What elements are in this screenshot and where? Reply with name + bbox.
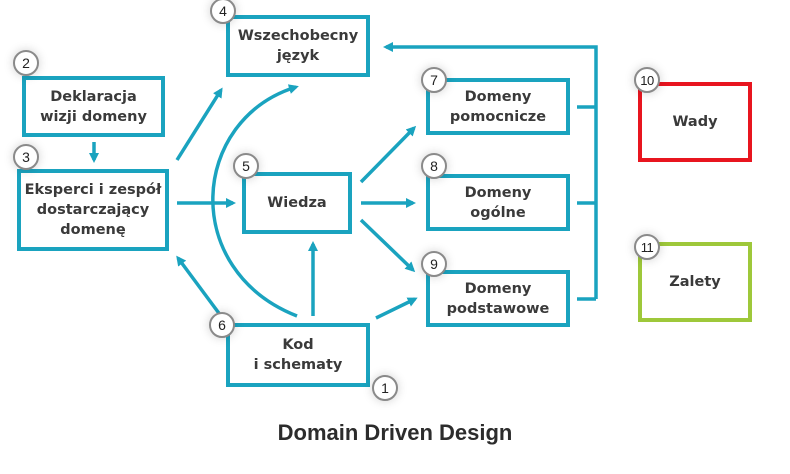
badge-6: 6 <box>209 312 235 338</box>
node-experts-team: Eksperci i zespół dostarczający domenę <box>17 169 169 251</box>
badge-7: 7 <box>421 67 447 93</box>
arrow-code-to-language-curve <box>211 84 299 318</box>
arrow-code-to-core-domains <box>375 297 418 320</box>
node-drawbacks: Wady <box>638 82 752 162</box>
badge-4: 4 <box>210 0 236 24</box>
node-advantages: Zalety <box>638 242 752 322</box>
arrow-knowledge-to-supporting <box>359 125 417 184</box>
node-core-domains: Domeny podstawowe <box>426 270 570 327</box>
node-code-schemas: Kod i schematy <box>226 323 370 387</box>
node-knowledge: Wiedza <box>242 172 352 234</box>
bracket-domains-to-language <box>386 47 598 301</box>
node-supporting-domains: Domeny pomocnicze <box>426 78 570 135</box>
badge-11: 11 <box>634 234 660 260</box>
node-domain-vision: Deklaracja wizji domeny <box>22 76 165 137</box>
arrow-experts-to-language <box>175 87 223 161</box>
arrow-code-to-experts <box>176 255 223 318</box>
badge-1: 1 <box>372 375 398 401</box>
badge-2: 2 <box>13 50 39 76</box>
badge-9: 9 <box>421 251 447 277</box>
badge-5: 5 <box>233 153 259 179</box>
node-ubiquitous-language: Wszechobecny język <box>226 15 370 77</box>
node-generic-domains: Domeny ogólne <box>426 174 570 231</box>
badge-8: 8 <box>421 153 447 179</box>
diagram-title: Domain Driven Design <box>277 420 513 445</box>
arrow-knowledge-to-core <box>359 218 416 273</box>
badge-3: 3 <box>13 144 39 170</box>
badge-10: 10 <box>634 67 660 93</box>
